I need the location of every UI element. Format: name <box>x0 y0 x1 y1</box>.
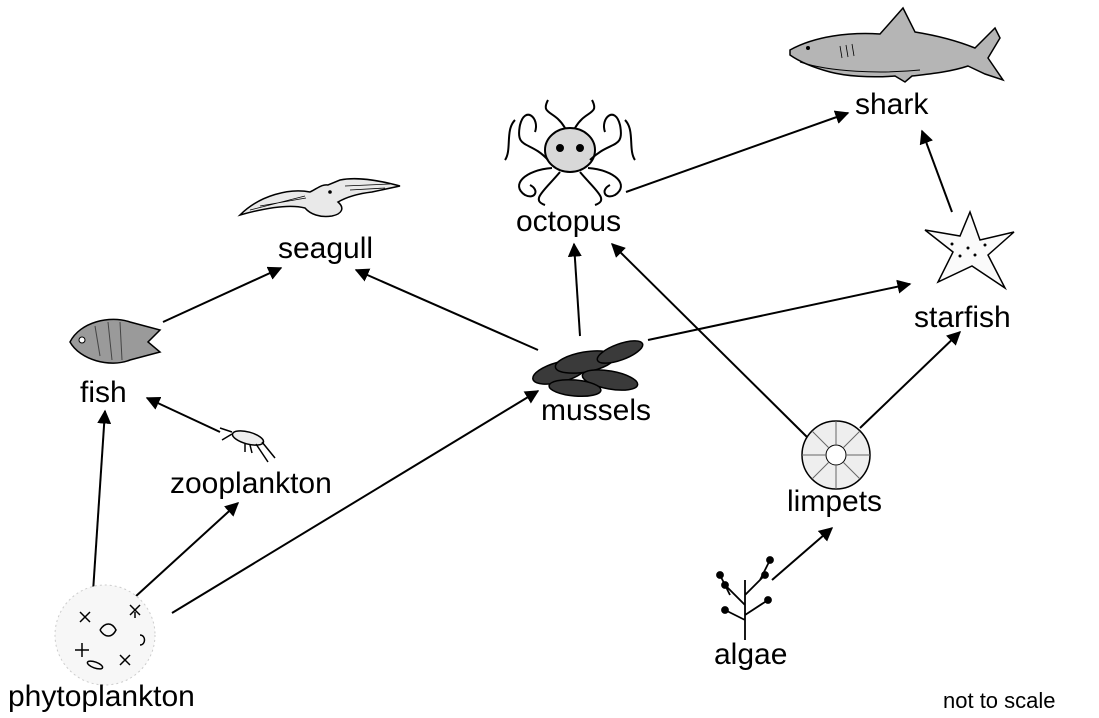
label-mussels: mussels <box>541 396 651 426</box>
mussels-icon <box>530 336 645 398</box>
label-zooplankton: zooplankton <box>170 469 332 499</box>
label-seagull: seagull <box>278 234 373 264</box>
arrow-limpets-to-starfish <box>860 332 960 428</box>
label-shark: shark <box>855 90 928 120</box>
label-phytoplankton: phytoplankton <box>8 682 195 712</box>
algae-icon <box>717 557 773 640</box>
label-algae: algae <box>714 640 787 670</box>
limpet-icon <box>802 421 870 489</box>
label-starfish: starfish <box>914 303 1011 333</box>
arrow-phytoplankton-to-fish <box>93 411 105 592</box>
arrow-phytoplankton-to-mussels <box>172 391 538 613</box>
arrow-fish-to-seagull <box>163 268 281 322</box>
label-limpets: limpets <box>787 487 882 517</box>
arrow-octopus-to-shark <box>626 113 848 192</box>
arrow-starfish-to-shark <box>922 131 952 212</box>
phytoplankton-icon <box>55 585 155 685</box>
shark-icon <box>790 8 1003 82</box>
zooplankton-icon <box>220 428 275 462</box>
fish-icon <box>70 319 160 363</box>
arrow-mussels-to-starfish <box>648 284 910 340</box>
arrow-zooplankton-to-fish <box>147 398 220 432</box>
arrow-algae-to-limpets <box>772 528 832 580</box>
octopus-icon <box>505 100 635 205</box>
label-octopus: octopus <box>516 207 621 237</box>
arrow-mussels-to-octopus <box>574 244 580 336</box>
scale-note: not to scale <box>943 690 1056 712</box>
seagull-icon <box>240 179 400 217</box>
arrow-mussels-to-seagull <box>356 270 538 350</box>
label-fish: fish <box>80 378 127 408</box>
starfish-icon <box>925 212 1014 288</box>
arrows-layer <box>93 113 960 613</box>
